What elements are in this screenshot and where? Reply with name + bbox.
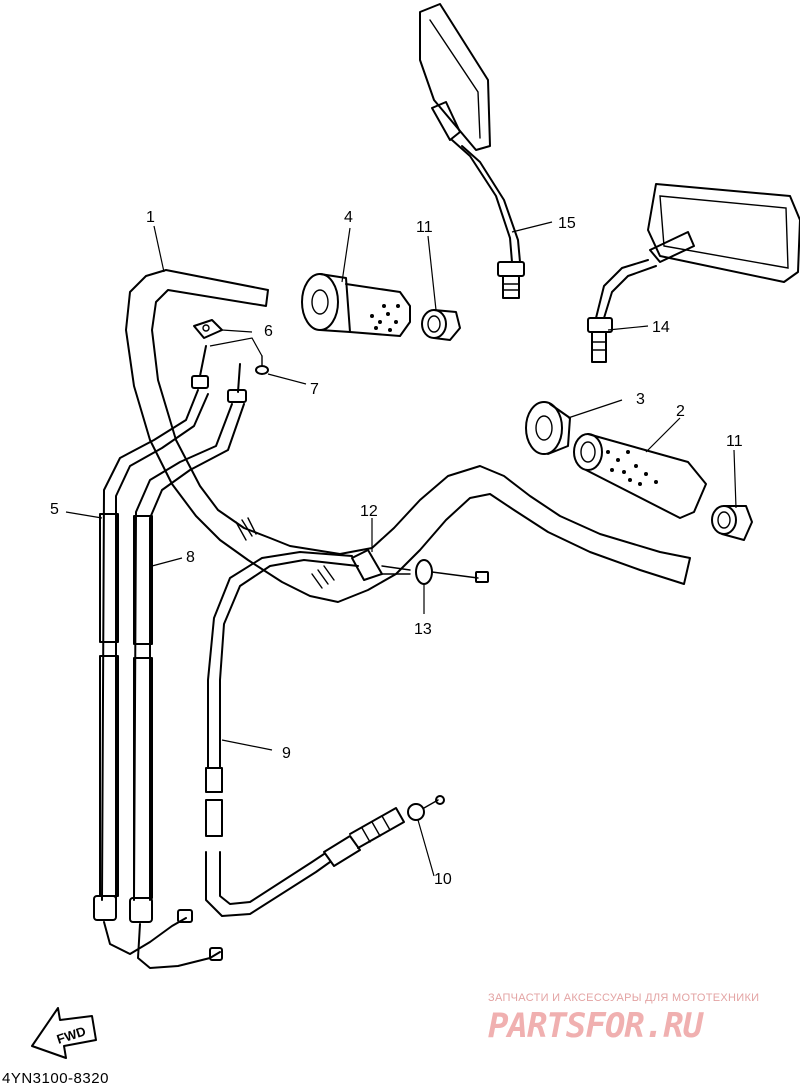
cable-adjuster <box>351 549 411 581</box>
label-9: 9 <box>282 745 291 762</box>
mirror-left <box>419 3 525 299</box>
label-5: 5 <box>50 501 59 518</box>
label-14: 14 <box>652 319 670 336</box>
label-8: 8 <box>186 549 195 566</box>
label-4: 4 <box>344 209 353 226</box>
label-13: 13 <box>414 621 432 638</box>
grip-end-upper <box>421 309 461 341</box>
label-2: 2 <box>676 403 685 420</box>
watermark-logo: PARTSFOR.RU <box>488 1006 703 1046</box>
label-10: 10 <box>434 871 452 888</box>
throttle-cables <box>93 345 247 969</box>
label-12: 12 <box>360 503 378 520</box>
mirror-right <box>587 183 800 363</box>
lock-nut <box>415 559 489 585</box>
fwd-direction-arrow: FWD <box>31 1007 97 1059</box>
handlebar <box>125 269 691 603</box>
screw <box>255 355 269 375</box>
watermark-caption: ЗАПЧАСТИ И АКСЕССУАРЫ ДЛЯ МОТОТЕХНИКИ <box>488 992 760 1004</box>
grip-end-right <box>711 505 753 541</box>
throttle-grip <box>301 273 411 337</box>
cable-clip <box>193 319 223 339</box>
part-number-labels: 1 2 3 4 5 6 7 8 9 10 11 11 12 13 14 15 <box>50 209 743 888</box>
label-7: 7 <box>310 381 319 398</box>
label-1: 1 <box>146 209 155 226</box>
label-11-upper: 11 <box>416 219 433 236</box>
grip-collar <box>525 401 571 455</box>
label-6: 6 <box>264 323 273 340</box>
handle-grip <box>573 433 707 519</box>
label-15: 15 <box>558 215 576 232</box>
label-11-right: 11 <box>726 433 743 450</box>
clutch-cable <box>205 551 445 917</box>
label-3: 3 <box>636 391 645 408</box>
drawing-code: 4YN3100-8320 <box>2 1070 109 1087</box>
leader-lines <box>65 221 737 877</box>
